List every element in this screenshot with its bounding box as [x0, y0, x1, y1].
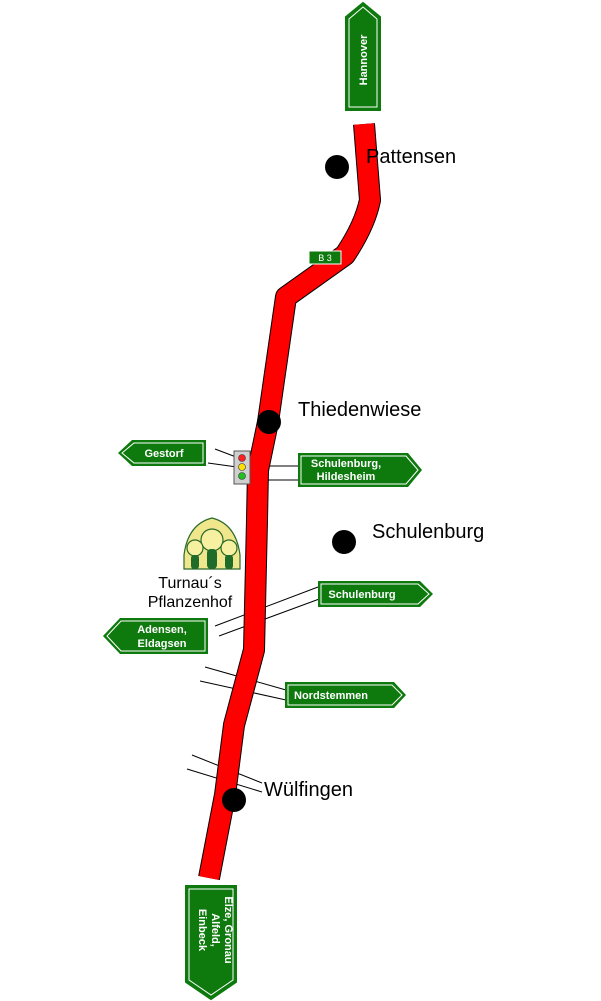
town-dot-schulenburg [332, 530, 356, 554]
b3-route-marker: B 3 [308, 250, 342, 265]
sign-schulenburg-hildesheim-line1: Schulenburg, [311, 458, 381, 470]
sign-schulenburg: Schulenburg [318, 581, 433, 607]
town-dot-wuelfingen [222, 788, 246, 812]
sign-adensen-line2: Eldagsen [138, 638, 187, 650]
town-label-schulenburg: Schulenburg [372, 521, 484, 543]
sign-schulenburg-label: Schulenburg [328, 589, 395, 601]
sign-gestorf-label: Gestorf [144, 448, 183, 460]
b3-road [198, 123, 381, 881]
sign-hannover: Hannover [345, 1, 381, 111]
sign-schulenburg-hildesheim-line2: Hildesheim [317, 471, 376, 483]
town-label-thiedenwiese: Thiedenwiese [298, 399, 421, 421]
sign-gestorf: Gestorf [118, 440, 206, 466]
nursery-label-line2: Pflanzenhof [148, 594, 233, 611]
sign-nordstemmen-label: Nordstemmen [294, 690, 368, 702]
b3-label: B 3 [318, 253, 332, 263]
sign-elze-line2: Alfeld, [209, 913, 221, 947]
tree-nursery-logo-icon [183, 517, 241, 570]
sign-nordstemmen: Nordstemmen [285, 682, 406, 708]
sign-elze-line3: Einbeck [196, 909, 208, 952]
traffic-light-icon [233, 450, 251, 485]
sign-schulenburg-hildesheim: Schulenburg, Hildesheim [298, 453, 422, 487]
sign-elze-line1: Elze, Gronau [222, 896, 234, 963]
town-label-wuelfingen: Wülfingen [264, 779, 353, 801]
town-dot-pattensen [325, 155, 349, 179]
sign-hannover-label: Hannover [358, 34, 370, 85]
nursery-label-line1: Turnau´s [158, 575, 221, 592]
sign-elze-gronau: Elze, Gronau Alfeld, Einbeck [185, 885, 237, 1001]
town-label-pattensen: Pattensen [366, 146, 456, 168]
sign-adensen-eldagsen: Adensen, Eldagsen [103, 618, 208, 654]
town-dot-thiedenwiese [257, 410, 281, 434]
sign-adensen-line1: Adensen, [137, 624, 187, 636]
